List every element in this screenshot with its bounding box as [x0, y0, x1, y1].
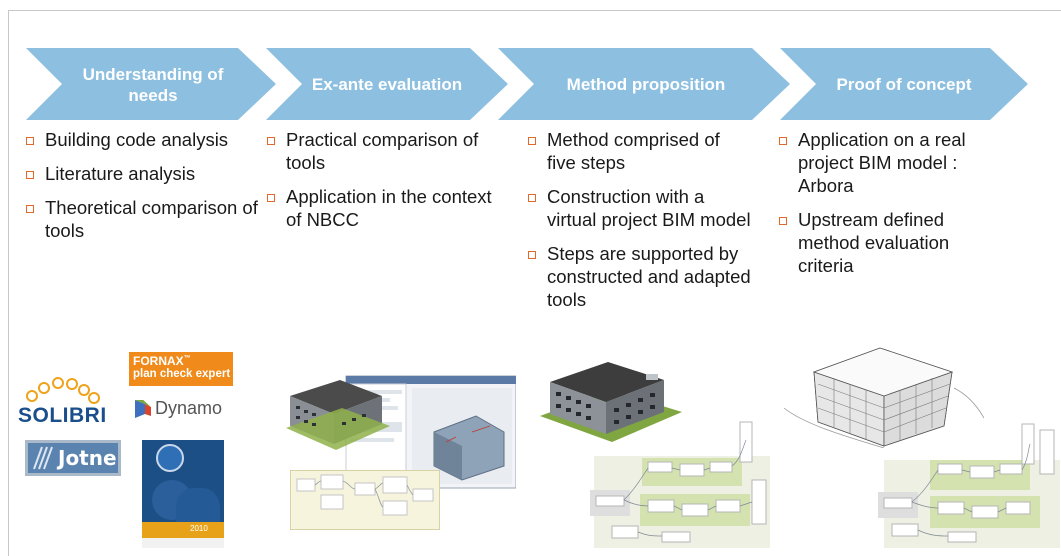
phase-column-1: Building code analysis Literature analys…: [25, 128, 260, 253]
square-bullet-icon: [779, 217, 787, 225]
square-bullet-icon: [528, 194, 536, 202]
chevron-understanding: [26, 48, 276, 120]
square-bullet-icon: [267, 137, 275, 145]
slide-frame: [8, 10, 1061, 556]
bullet-item: Building code analysis: [25, 128, 260, 151]
square-bullet-icon: [26, 171, 34, 179]
dynamo-logo: Dynamo: [135, 396, 235, 422]
phase-column-3: Method comprised of five steps Construct…: [527, 128, 752, 322]
bullet-item: Application in the context of NBCC: [266, 185, 511, 231]
phase-column-2: Practical comparison of tools Applicatio…: [266, 128, 511, 242]
solibri-wordmark: SOLIBRI: [18, 404, 107, 427]
dynamo-graph-screenshot: [290, 470, 440, 530]
jotne-stripes-icon: [33, 446, 53, 470]
bullet-item: Literature analysis: [25, 162, 260, 185]
dynamo-icon: [135, 400, 151, 418]
jotne-logo: Jotne: [25, 440, 121, 476]
bim-software-screenshot: [286, 362, 517, 502]
square-bullet-icon: [779, 137, 787, 145]
solibri-logo: SOLIBRI: [18, 374, 118, 430]
bullet-item: Theoretical comparison of tools: [25, 196, 260, 242]
virtual-bim-model-image: [536, 356, 686, 446]
phase-title-3: Method proposition: [566, 75, 726, 94]
process-chevrons: [26, 48, 1028, 120]
square-bullet-icon: [26, 137, 34, 145]
jotne-wordmark: Jotne: [58, 446, 117, 470]
chevron-method: [498, 48, 790, 120]
square-bullet-icon: [528, 251, 536, 259]
square-bullet-icon: [267, 194, 275, 202]
chevron-proof: [780, 48, 1028, 120]
square-bullet-icon: [528, 137, 536, 145]
arbora-bim-model-image: [783, 338, 985, 449]
square-bullet-icon: [26, 205, 34, 213]
building-code-cover: 2010: [142, 440, 224, 548]
bullet-item: Application on a real project BIM model …: [778, 128, 993, 197]
fornax-logo: FORNAX™ plan check expert: [129, 352, 233, 386]
phase-column-4: Application on a real project BIM model …: [778, 128, 993, 288]
bullet-item: Practical comparison of tools: [266, 128, 511, 174]
chevron-ex-ante: [266, 48, 508, 120]
bullet-item: Steps are supported by constructed and a…: [527, 242, 752, 311]
bullet-item: Method comprised of five steps: [527, 128, 752, 174]
phase-title-1: Understanding of needs: [82, 65, 224, 105]
dynamo-graph-column3: [582, 420, 772, 548]
solibri-circles-icon: [26, 377, 100, 404]
bullet-item: Upstream defined method evaluation crite…: [778, 208, 993, 277]
phase-title-2: Ex-ante evaluation: [311, 75, 463, 94]
phase-title-4: Proof of concept: [836, 75, 972, 94]
bullet-item: Construction with a virtual project BIM …: [527, 185, 752, 231]
building-model-image: [286, 375, 517, 489]
dynamo-graph-column4: [872, 420, 1061, 548]
